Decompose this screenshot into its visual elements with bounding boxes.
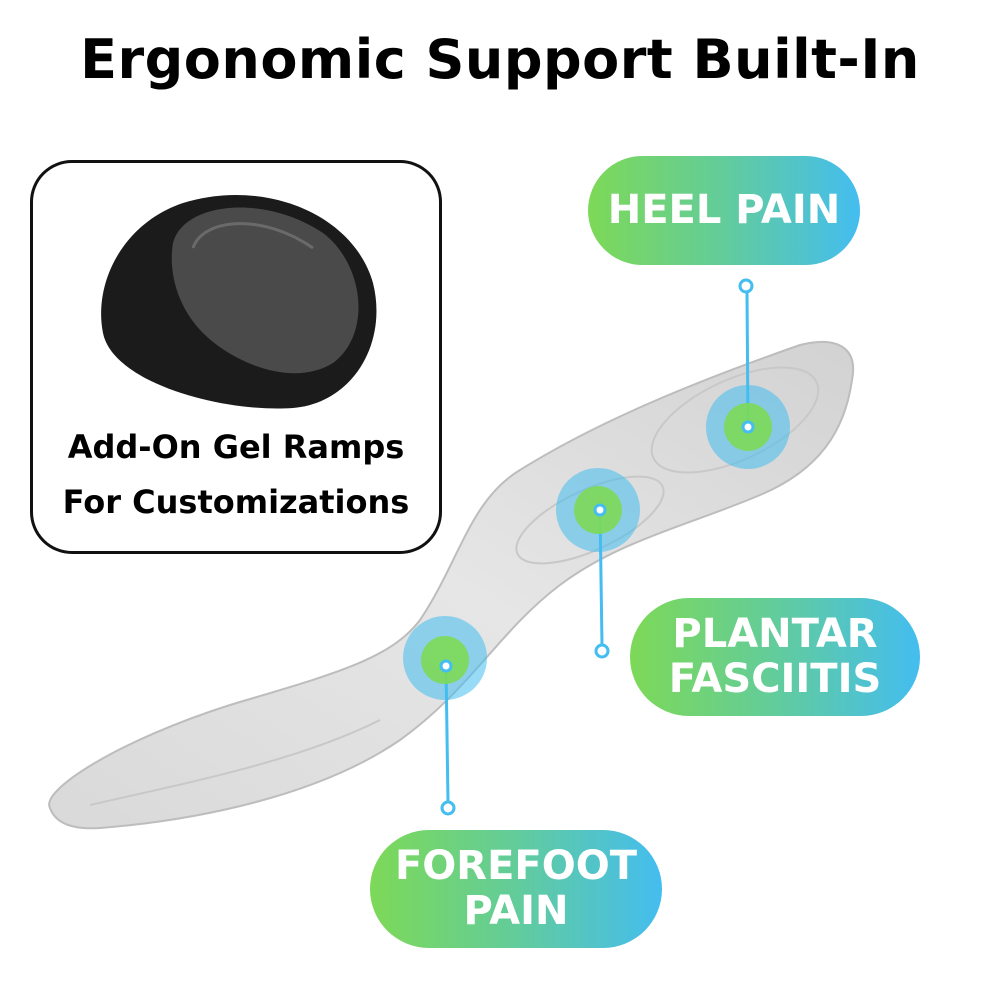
plantar-marker xyxy=(556,468,640,659)
heel-pain-label: HEEL PAIN xyxy=(607,187,841,234)
forefoot-label-line1: FOREFOOT xyxy=(394,843,638,890)
inset-caption-line1: Add-On Gel Ramps xyxy=(67,428,405,466)
gel-ramp-inset: Add-On Gel Ramps For Customizations xyxy=(30,160,442,554)
plantar-label-line2: FASCIITIS xyxy=(668,656,882,702)
heel-marker xyxy=(706,278,790,469)
page-title: Ergonomic Support Built-In xyxy=(80,28,920,91)
inset-caption-line2: For Customizations xyxy=(62,483,410,521)
plantar-fasciitis-callout: PLANTAR FASCIITIS xyxy=(630,598,920,716)
forefoot-label-line2: PAIN xyxy=(463,888,569,934)
forefoot-marker xyxy=(403,616,487,816)
gel-ramp-image xyxy=(101,194,377,409)
insole-image xyxy=(48,340,855,830)
heel-pain-callout: HEEL PAIN xyxy=(588,156,860,265)
plantar-label-line1: PLANTAR xyxy=(672,611,878,658)
forefoot-pain-callout: FOREFOOT PAIN xyxy=(370,830,662,948)
